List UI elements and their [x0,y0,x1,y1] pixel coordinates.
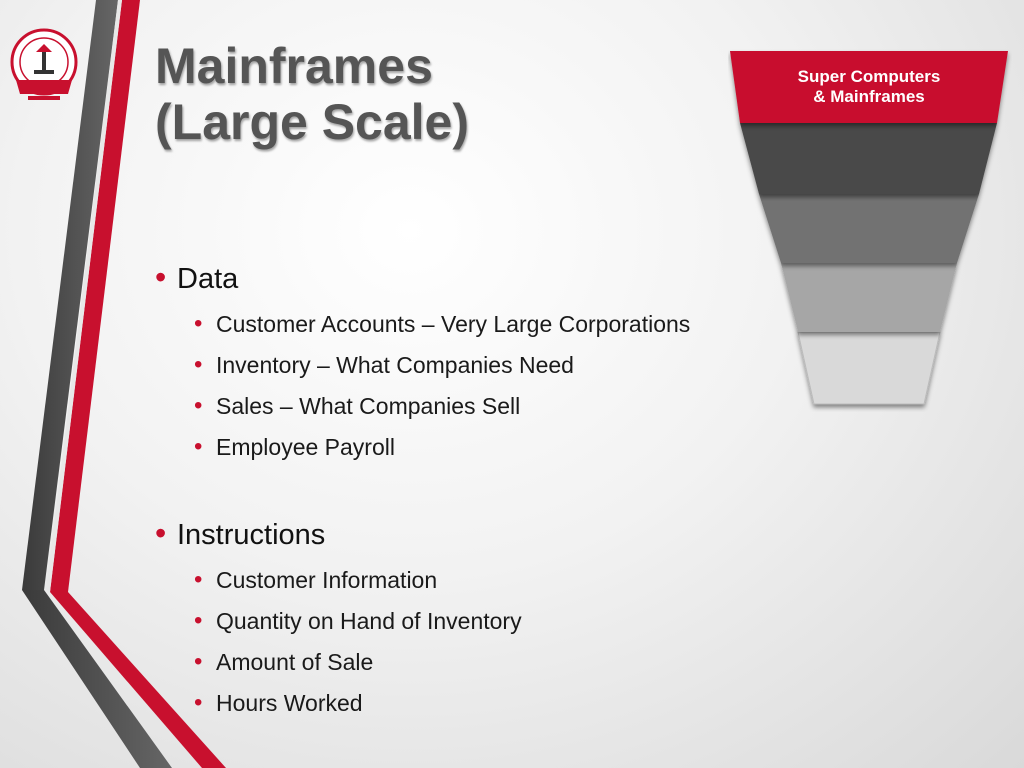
funnel-tier-4 [781,263,957,332]
stripe-dark-lower [22,590,172,768]
bullet-item: Inventory – What Companies Need [194,351,690,379]
funnel-top-label-line1: Super Computers [797,67,941,86]
bullet-heading-instructions: Instructions [155,516,522,552]
slide-title: Mainframes (Large Scale) [155,38,469,150]
funnel-tier-5 [797,331,941,405]
funnel-tier-1 [730,51,1008,123]
computer-hierarchy-funnel [730,51,1008,405]
stripe-red [50,0,140,592]
title-line-2: (Large Scale) [155,94,470,150]
funnel-tier-3 [759,194,979,263]
title-line-1: Mainframes [155,38,433,94]
stripe-highlight [46,0,122,592]
university-seal-logo [10,28,78,100]
section-data: Data Customer Accounts – Very Large Corp… [155,260,690,461]
bullet-item: Customer Accounts – Very Large Corporati… [194,310,690,338]
funnel-top-label: Super Computers & Mainframes [740,67,998,107]
stripe-red-lower [50,592,226,768]
bullet-heading-data: Data [155,260,690,296]
bullet-item: Customer Information [194,566,522,594]
stripe-dark [22,0,118,590]
bullet-item: Sales – What Companies Sell [194,392,690,420]
decorative-stripes [22,0,226,768]
funnel-top-label-line2: & Mainframes [813,87,925,106]
funnel-tier-2 [740,123,997,194]
section-instructions: Instructions Customer Information Quanti… [155,516,522,717]
bullet-item: Quantity on Hand of Inventory [194,607,522,635]
bullet-item: Employee Payroll [194,433,690,461]
bullet-item: Hours Worked [194,689,522,717]
bullet-item: Amount of Sale [194,648,522,676]
